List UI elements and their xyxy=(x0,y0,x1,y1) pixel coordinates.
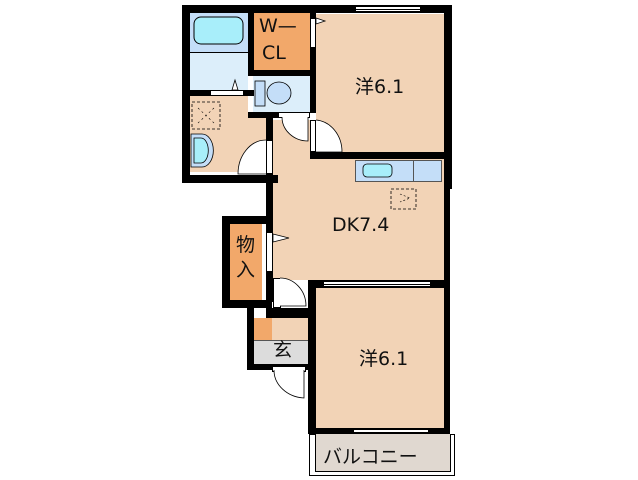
walk-in-closet xyxy=(254,12,310,70)
wall xyxy=(308,280,316,434)
door-swing-entrance xyxy=(273,369,305,399)
door-upper-room[interactable] xyxy=(310,120,316,152)
wall xyxy=(222,300,272,308)
wall xyxy=(182,5,452,13)
room-label-upper: 洋6.1 xyxy=(355,76,405,98)
door-storage[interactable] xyxy=(266,232,273,272)
wall xyxy=(444,182,450,432)
entrance xyxy=(254,340,308,365)
door-swing-upper-room xyxy=(315,119,343,153)
washing-machine-space-icon xyxy=(191,101,221,130)
kitchen-counter-divider xyxy=(413,160,414,182)
dining-kitchen xyxy=(272,120,444,280)
bathtub-icon xyxy=(193,16,244,45)
washbasin-icon xyxy=(190,133,214,168)
storage-label-line2: 入 xyxy=(236,259,256,281)
door-swing-washroom xyxy=(237,139,267,175)
door-bathroom[interactable] xyxy=(210,90,244,96)
wall xyxy=(248,5,254,71)
storage-label-line1: 物 xyxy=(236,234,256,256)
wall xyxy=(222,216,272,224)
window-dk-lower xyxy=(324,281,430,287)
sink-icon xyxy=(362,163,393,178)
door-swing-lower-room xyxy=(279,277,307,307)
entrance-label: 玄 xyxy=(273,339,293,361)
shoe-cabinet xyxy=(254,318,272,340)
wall xyxy=(266,308,316,318)
balcony xyxy=(315,434,451,472)
door-arrow-icon xyxy=(315,17,327,25)
bathroom-lower xyxy=(190,52,248,91)
balcony-label: バルコニー xyxy=(323,446,418,468)
window-balcony xyxy=(354,429,428,434)
wall xyxy=(247,308,254,370)
wall xyxy=(222,216,230,308)
room-label-dk: DK7.4 xyxy=(332,214,390,236)
wall xyxy=(444,5,452,189)
wall xyxy=(310,152,450,159)
door-washroom[interactable] xyxy=(266,140,273,174)
door-swing-toilet xyxy=(281,116,309,142)
storage xyxy=(230,224,262,302)
door-wic[interactable] xyxy=(310,18,316,48)
wall xyxy=(266,112,273,302)
western-room-lower xyxy=(316,288,444,430)
wic-label-line1: W— xyxy=(259,15,297,37)
wall xyxy=(182,175,278,183)
wall xyxy=(310,5,316,113)
door-arrow-icon xyxy=(272,233,290,243)
toilet-icon xyxy=(254,80,292,107)
wall xyxy=(248,112,278,118)
wic-label-line2: CL xyxy=(262,42,286,64)
wall xyxy=(248,70,316,76)
window-upper-room xyxy=(356,6,420,12)
refrigerator-space-icon xyxy=(390,188,417,210)
room-label-lower: 洋6.1 xyxy=(359,348,409,370)
door-arrow-icon xyxy=(231,78,239,91)
